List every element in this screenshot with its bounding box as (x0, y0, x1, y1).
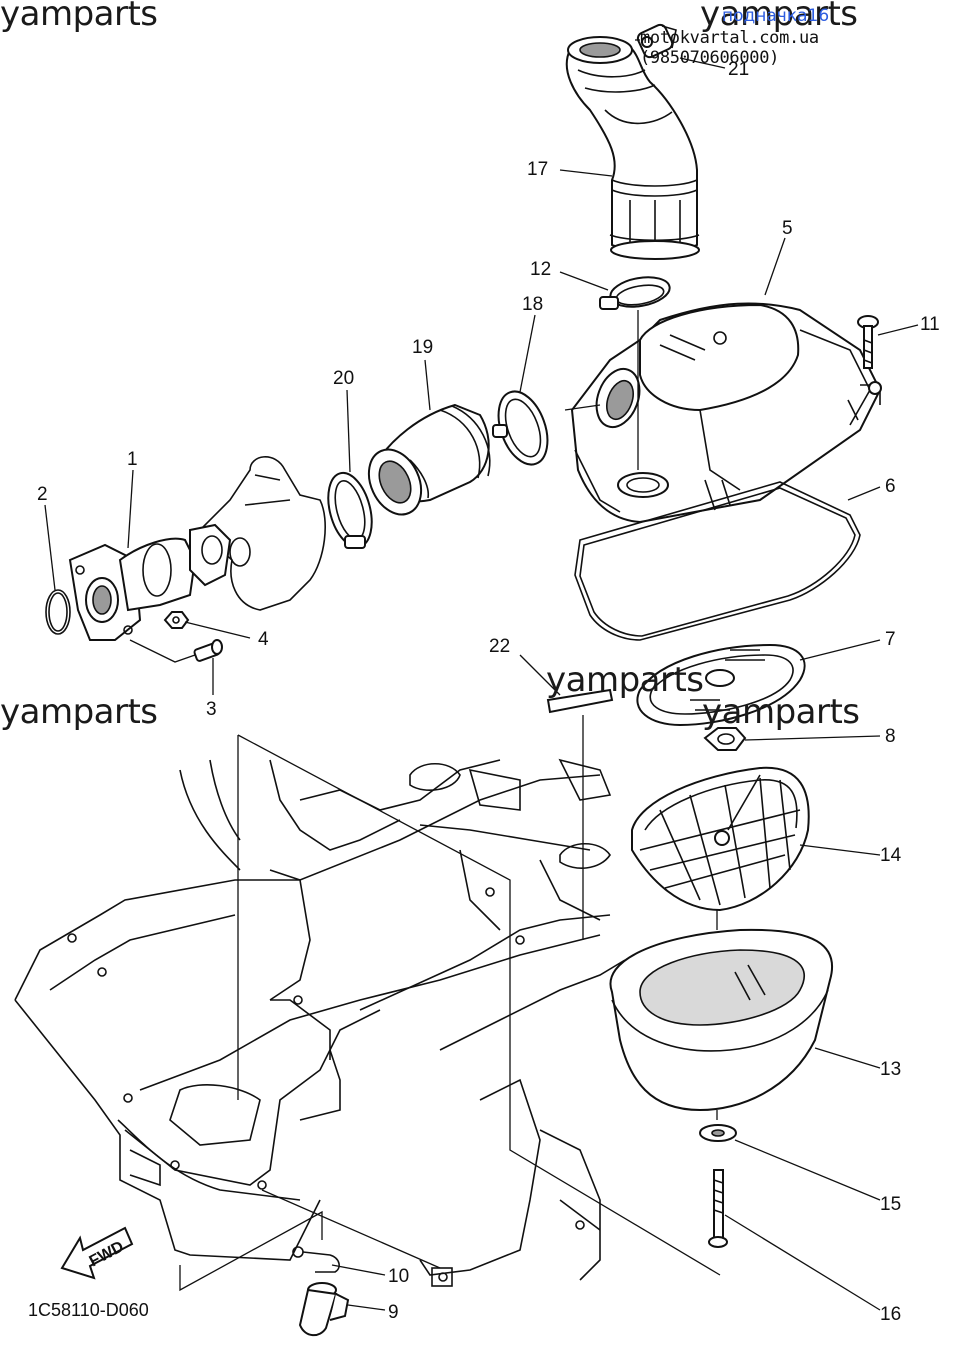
clamp-21 (636, 23, 677, 59)
callout-16: 16 (880, 1304, 901, 1325)
clip-10 (292, 1246, 340, 1273)
callout-21: 21 (728, 59, 749, 80)
callout-2: 2 (37, 484, 48, 505)
carburetor-outline (198, 456, 326, 611)
callout-9: 9 (388, 1302, 399, 1323)
air-filter-13 (609, 928, 834, 1112)
nut-8 (703, 727, 747, 751)
leader-lines (44, 39, 919, 1311)
overlay-badge: подначка16 (722, 6, 830, 26)
callout-17: 17 (527, 159, 548, 180)
element-guide-14 (631, 766, 810, 912)
washer-15 (699, 1124, 737, 1142)
bolt-11 (857, 315, 879, 369)
watermark: yamparts (0, 692, 158, 732)
callout-7: 7 (885, 629, 896, 650)
sticker-22 (546, 688, 614, 714)
callout-20: 20 (333, 368, 354, 389)
fwd-arrow-icon: FWD (60, 1226, 134, 1280)
o-ring-2 (45, 589, 71, 635)
joint-19 (367, 403, 491, 516)
clamp-18 (492, 390, 549, 466)
callout-8: 8 (885, 726, 896, 747)
callout-11: 11 (920, 314, 940, 335)
callout-4: 4 (258, 629, 269, 650)
airbox-cover-5 (570, 302, 882, 524)
callout-22: 22 (489, 636, 510, 657)
callout-18: 18 (522, 294, 543, 315)
watermark: yamparts (700, 0, 858, 34)
nut-4 (163, 611, 190, 629)
drain-plug-9 (298, 1282, 350, 1337)
callout-labels: 1 2 3 4 5 6 7 8 9 10 11 12 13 14 15 16 1… (37, 59, 940, 1325)
element-plate-7 (636, 643, 806, 727)
callout-5: 5 (782, 218, 793, 239)
callout-6: 6 (885, 476, 896, 497)
bolt-16 (708, 1169, 728, 1248)
gasket-6 (574, 481, 861, 641)
watermark: yamparts (546, 660, 704, 700)
callout-12: 12 (530, 259, 551, 280)
callout-19: 19 (412, 337, 433, 358)
bolt-3 (193, 639, 223, 662)
intake-hose-17 (565, 36, 700, 260)
callout-3: 3 (206, 699, 217, 720)
callout-14: 14 (880, 845, 902, 866)
callout-13: 13 (880, 1059, 901, 1080)
watermark: yamparts (702, 692, 860, 732)
callout-10: 10 (388, 1266, 409, 1287)
airbox-case (14, 758, 626, 1287)
diagram-code: 1C58110-D060 (28, 1300, 149, 1320)
clamp-20 (327, 471, 373, 549)
clamp-12 (599, 276, 671, 310)
callout-15: 15 (880, 1194, 901, 1215)
carb-joint-1 (68, 523, 232, 641)
watermark: yamparts (0, 0, 158, 34)
callout-1: 1 (127, 449, 138, 470)
site-credit: motokvartal.com.ua (985070606000) (640, 28, 819, 68)
